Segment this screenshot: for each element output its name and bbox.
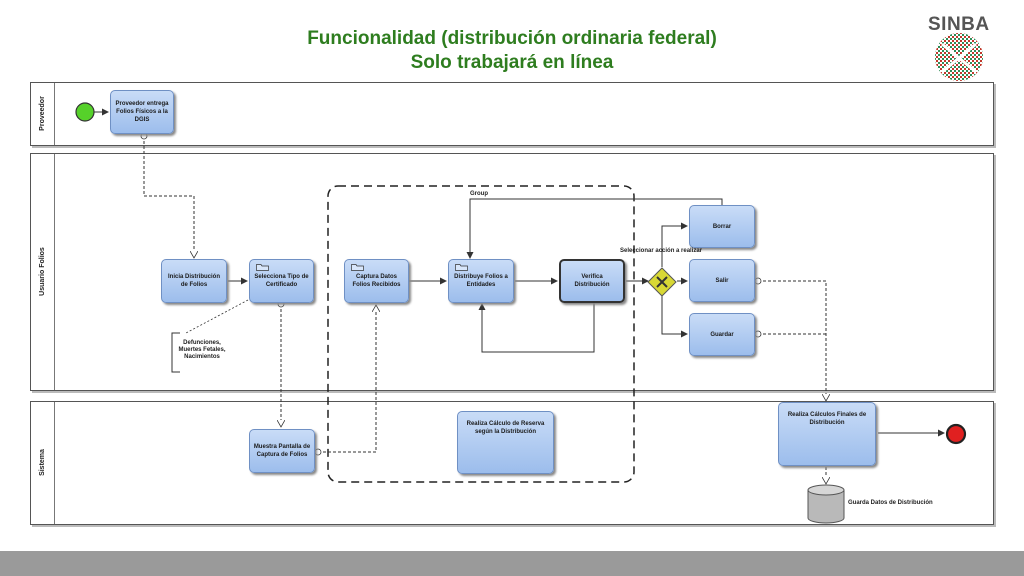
task-captura-datos: Captura Datos Folios Recibidos <box>344 259 409 303</box>
task-selecciona-tipo: Selecciona Tipo de Certificado <box>249 259 314 303</box>
annotation-certificados: Defunciones, Muertes Fetales, Nacimiento… <box>178 340 226 360</box>
data-store-label: Guarda Datos de Distribución <box>848 500 933 506</box>
lane-proveedor <box>30 82 994 146</box>
logo-text: SINBA <box>928 14 990 35</box>
task-verifica-distribucion: Verifica Distribución <box>559 259 625 303</box>
start-event-icon <box>75 102 95 122</box>
lane-divider <box>54 154 55 390</box>
folder-icon <box>256 264 269 271</box>
folder-icon <box>351 264 364 271</box>
task-realiza-calculos-finales: Realiza Cálculos Finales de Distribución <box>778 402 876 466</box>
task-inicia-distribucion: Inicia Distribución de Folios <box>161 259 227 303</box>
folder-icon <box>455 264 468 271</box>
gateway-label: Seleccionar acción a realizar <box>620 248 703 254</box>
data-store-icon <box>807 484 845 524</box>
task-borrar: Borrar <box>689 205 755 248</box>
task-proveedor-entrega: Proveedor entrega Folios Físicos a la DG… <box>110 90 174 134</box>
task-distribuye-folios: Distribuye Folios a Entidades <box>448 259 514 303</box>
task-salir: Salir <box>689 259 755 302</box>
task-realiza-calculo-reserva: Realiza Cálculo de Reserva según la Dist… <box>457 411 554 474</box>
lane-divider <box>54 83 55 145</box>
task-guardar: Guardar <box>689 313 755 356</box>
task-muestra-pantalla: Muestra Pantalla de Captura de Folios <box>249 429 315 473</box>
end-event-icon <box>945 423 967 445</box>
page-subtitle: Solo trabajará en línea <box>410 52 614 73</box>
sinba-globe-icon <box>935 33 983 81</box>
footer-bar <box>0 551 1024 576</box>
group-box <box>327 185 635 483</box>
page-title: Funcionalidad (distribución ordinaria fe… <box>307 28 717 49</box>
exclusive-gateway-icon <box>647 267 677 297</box>
group-label: Group <box>470 191 488 197</box>
lane-divider <box>54 402 55 524</box>
